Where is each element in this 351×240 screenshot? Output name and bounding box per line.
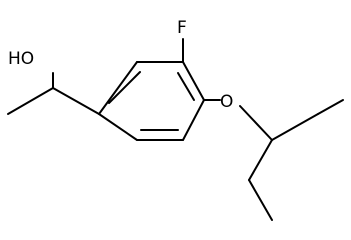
bond-methine-ethyl-lower bbox=[248, 139, 273, 181]
ring-double-bond-c1-c2 bbox=[108, 71, 141, 104]
bond-ethyl-upper-methyl bbox=[317, 99, 344, 115]
ring-bond-c3-c4 bbox=[182, 61, 205, 101]
bond-methine-ethyl-upper bbox=[271, 113, 319, 141]
bond-oxygen-methine bbox=[239, 105, 273, 141]
bond-carbinol-ring bbox=[52, 87, 100, 115]
ring-bond-c4-c5 bbox=[182, 99, 205, 141]
ring-bond-c1-c2 bbox=[98, 61, 138, 115]
ether-oxygen-label: O bbox=[220, 92, 233, 112]
bond-ethyl-lower-methyl bbox=[248, 179, 273, 221]
hydroxyl-label: HO bbox=[8, 49, 34, 69]
bond-methyl-carbinol bbox=[7, 87, 54, 115]
fluorine-label: F bbox=[177, 18, 187, 38]
chemical-structure-diagram: HO F O bbox=[7, 18, 344, 221]
ring-double-bond-c3-c4 bbox=[177, 72, 195, 101]
ring-bond-c6-c1 bbox=[98, 113, 138, 141]
